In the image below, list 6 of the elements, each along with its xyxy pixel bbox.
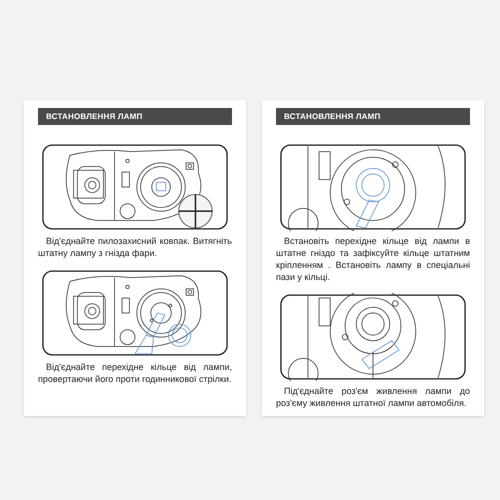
header-title: ВСТАНОВЛЕННЯ ЛАМП <box>284 110 380 122</box>
header-title: ВСТАНОВЛЕННЯ ЛАМП <box>46 110 142 122</box>
instruction-text: Від'єднайте пилозахисний ковпак. Витягніть штатну лампу з гнізда фари. <box>38 235 232 259</box>
instruction-text: Встановіть перехідне кільце від лампи в штатне гніздо та зафіксуйте кільце штатним кріпленням . Встановіть лампу в спеціальні пази у кільці. <box>276 235 470 283</box>
instruction-text: Від'єднайте перехідне кільце від лампи, провертаючи його проти годинникової стрілки. <box>38 361 232 385</box>
instruction-text: Під'єднайте роз'єм живлення лампи до роз'єму живлення штатної лампи автомобіля. <box>276 385 470 409</box>
